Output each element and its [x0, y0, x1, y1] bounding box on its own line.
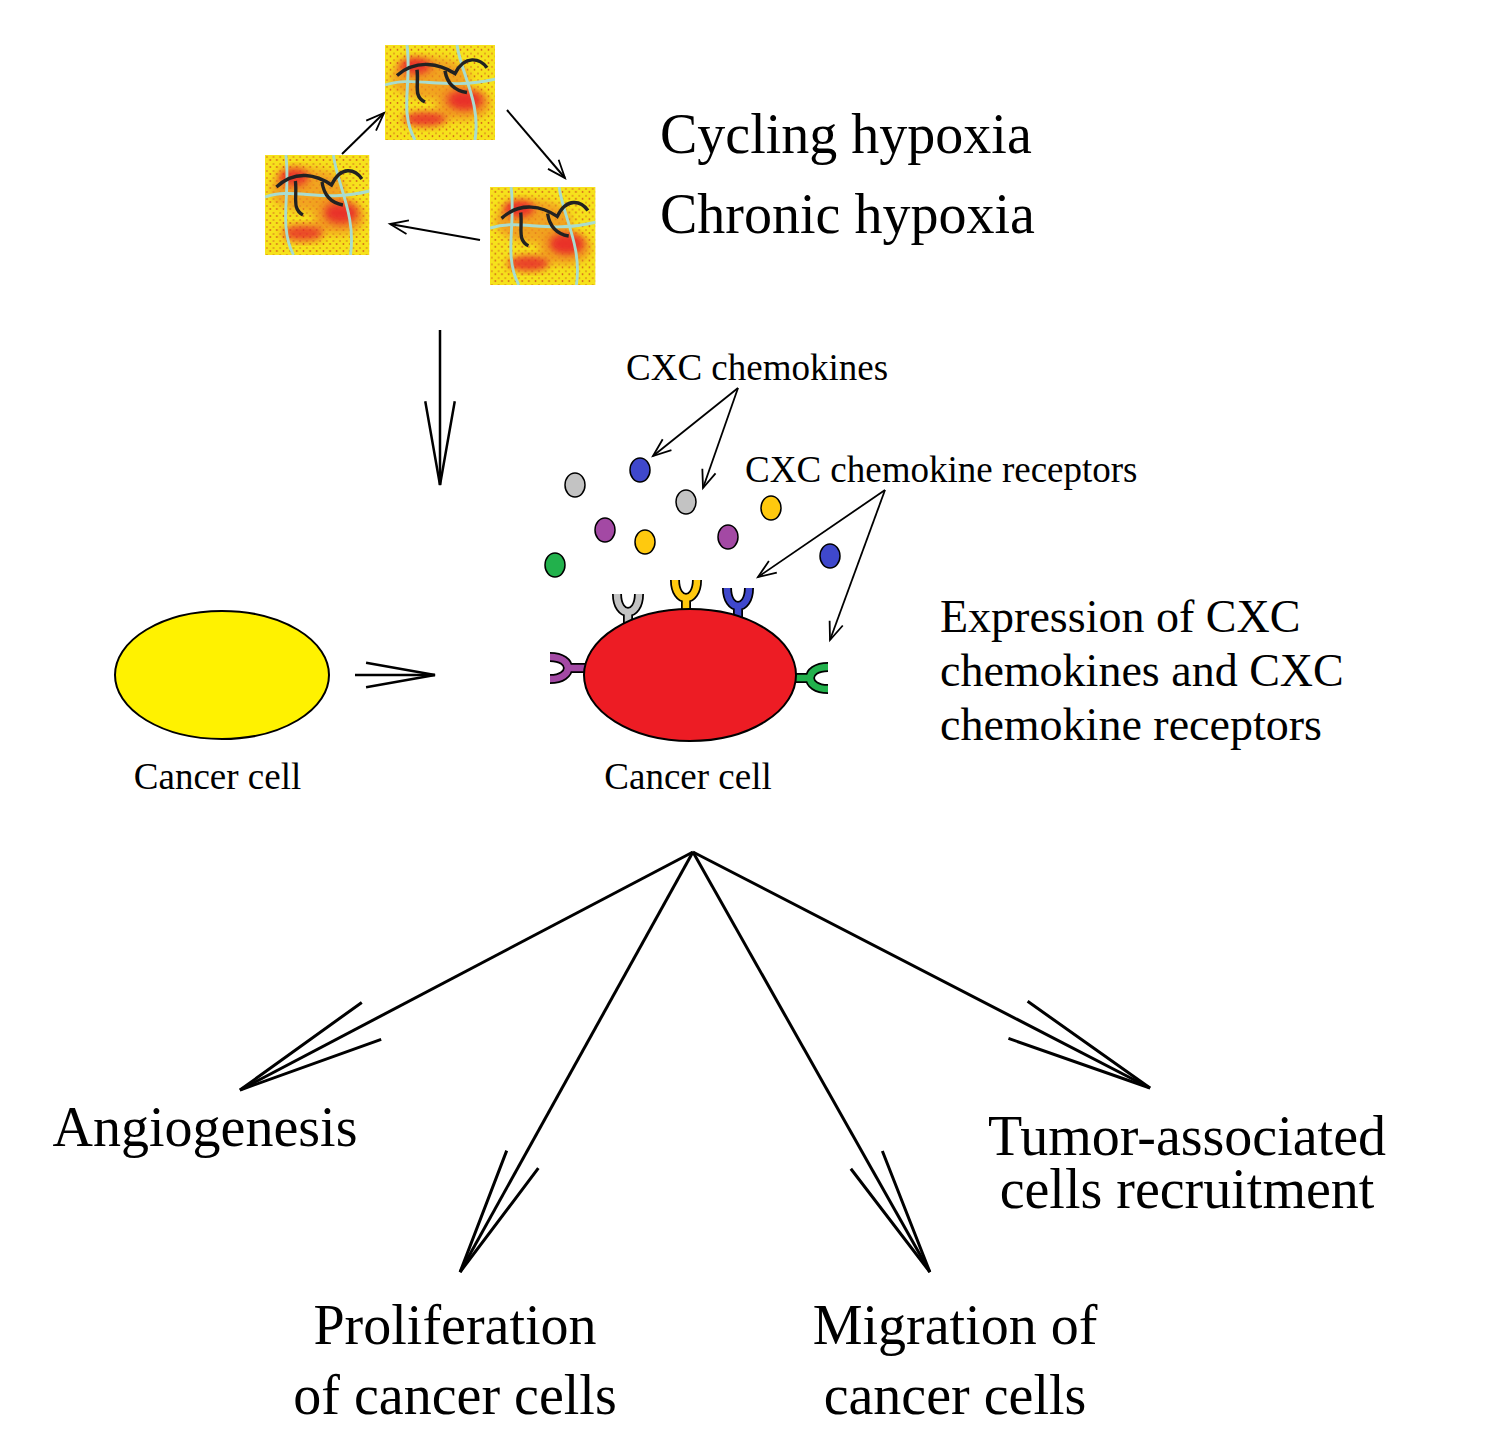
node-text: Cycling hypoxia — [660, 104, 1120, 166]
cell-body — [584, 609, 796, 741]
connector-line — [240, 852, 693, 1090]
hypoxia-illustration: Cycling hypoxiaChronic hypoxia — [255, 40, 605, 330]
arrow-head — [851, 1151, 930, 1272]
arrow-head — [425, 401, 455, 485]
node-text: Tumor-associated cells recruitment — [972, 1110, 1402, 1216]
node-text: Proliferation of cancer cells — [285, 1290, 625, 1430]
receptor-label: CXC chemokine receptors — [745, 448, 1185, 492]
leader-lines — [653, 388, 885, 640]
connector-arrow — [693, 852, 930, 1272]
outcome-text: Tumor-associated cells recruitment — [972, 1088, 1402, 1228]
connector-line — [460, 852, 693, 1272]
expression-note: Expression of CXC chemokines and CXC che… — [940, 590, 1460, 752]
tissue-squares — [265, 45, 596, 285]
node-text: Cancer cell — [100, 755, 335, 799]
connector-arrow — [425, 330, 455, 485]
node-text: Angiogenesis — [40, 1092, 370, 1162]
connector-line — [693, 852, 1150, 1088]
cycle-arrows — [342, 110, 565, 240]
outcome-text: Proliferation of cancer cells — [285, 1272, 625, 1432]
arrow-head — [366, 663, 435, 687]
connector-arrow — [355, 663, 435, 687]
connector-arrow — [460, 852, 693, 1272]
connector-line — [355, 674, 435, 677]
chemokine-label: CXC chemokines — [626, 346, 936, 390]
outcome-text: Migration of cancer cells — [785, 1272, 1125, 1432]
node-text: Cancer cell — [588, 755, 788, 799]
arrow-head — [240, 1002, 381, 1090]
node-text: Migration of cancer cells — [785, 1290, 1125, 1430]
arrow-head — [1008, 1001, 1150, 1088]
connector-arrow — [693, 852, 1150, 1088]
node-text: Chronic hypoxia — [660, 184, 1120, 246]
cancer-cell: Cancer cell — [100, 605, 355, 805]
cancer-cell: Cancer cell — [435, 485, 870, 852]
cell-body — [115, 611, 329, 739]
connector-line — [439, 330, 442, 485]
connector-arrow — [240, 852, 693, 1090]
connector-line — [693, 852, 930, 1272]
outcome-text: Angiogenesis — [40, 1090, 370, 1164]
arrow-head — [460, 1151, 538, 1272]
